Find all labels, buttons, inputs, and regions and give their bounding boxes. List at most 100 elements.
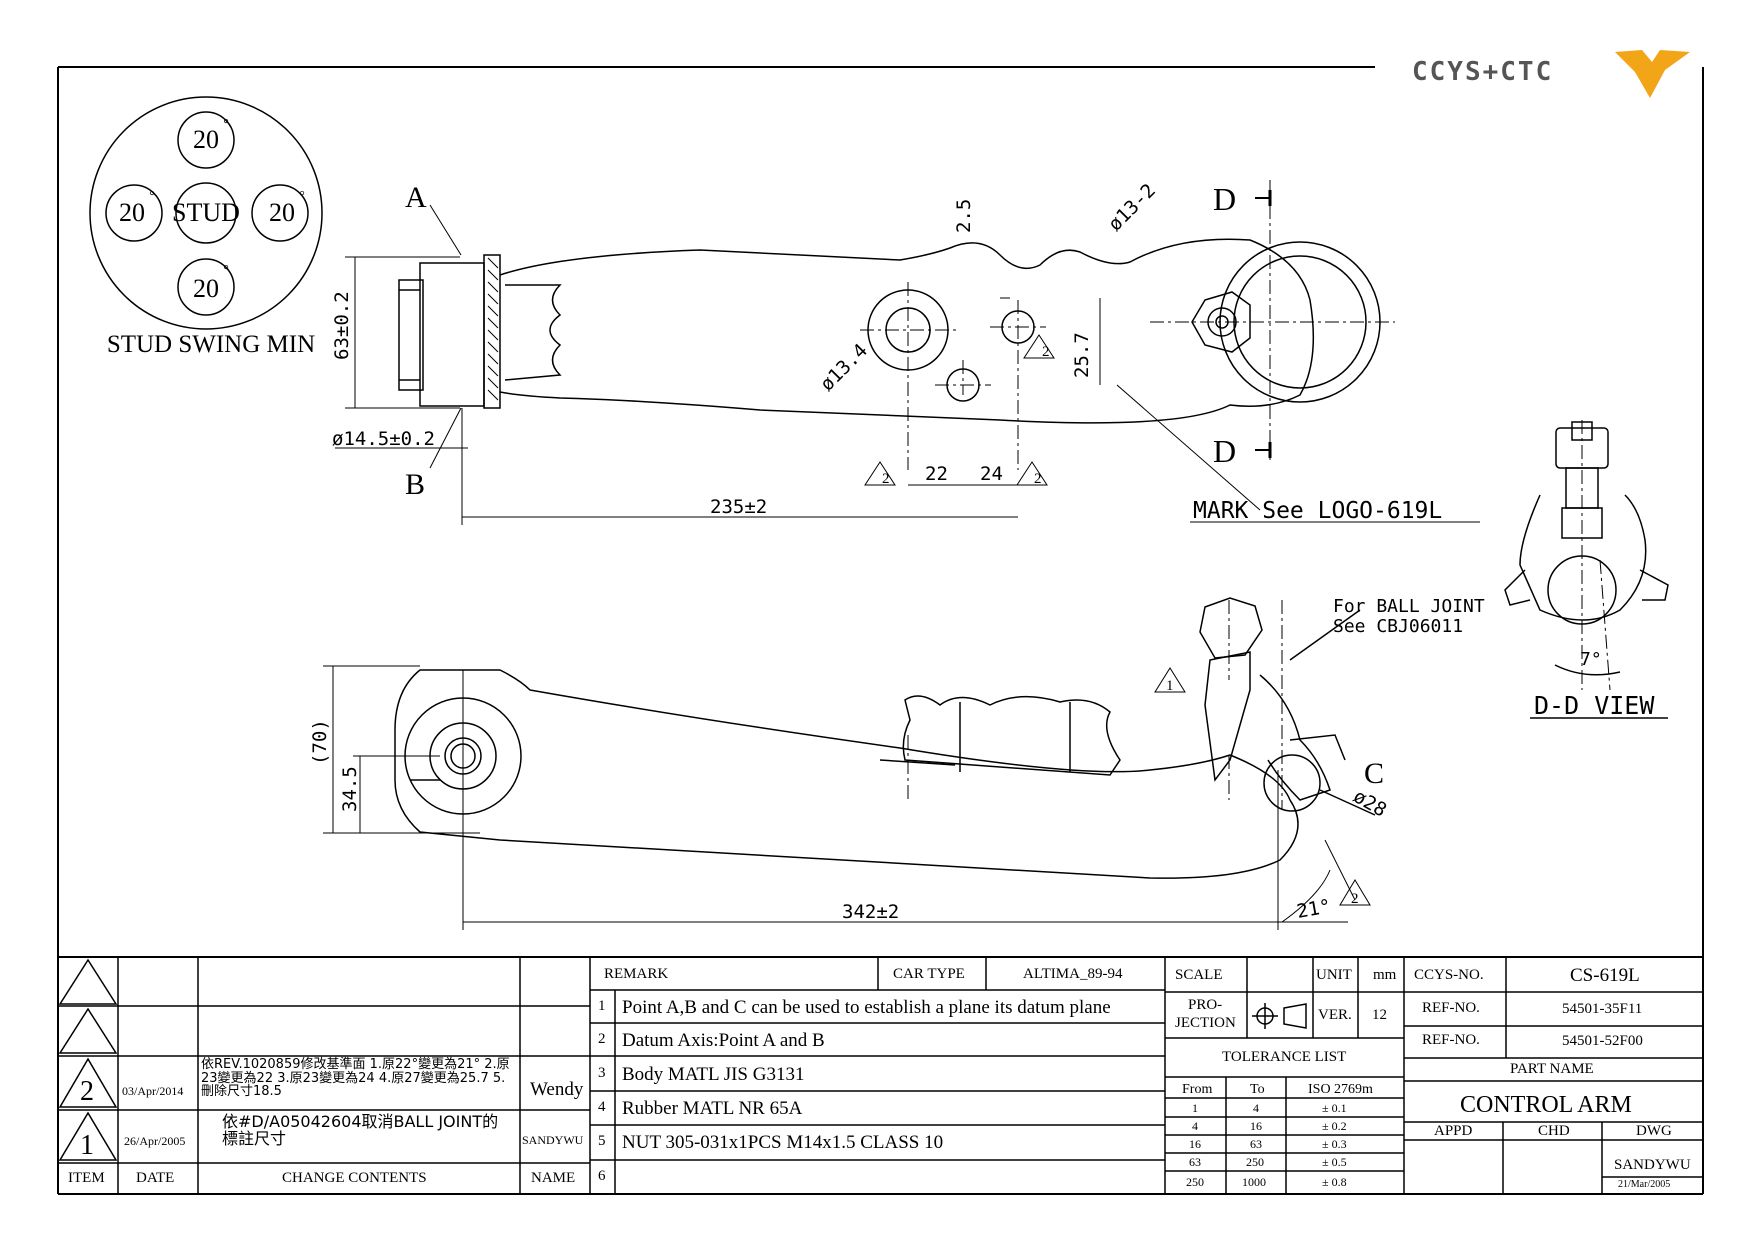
side-view-dimensions xyxy=(323,665,1371,930)
rev-marker-mid: 2 xyxy=(1042,344,1050,360)
rev-change-1: 依#D/A05042604取消BALL JOINT的標註尺寸 xyxy=(222,1112,499,1148)
tol-from-5: 250 xyxy=(1186,1175,1204,1189)
swing-bottom-degree: ° xyxy=(223,263,229,278)
rev-name-1: SANDYWU xyxy=(522,1133,584,1147)
ccys-no-label: CCYS-NO. xyxy=(1414,967,1484,983)
tol-to-3: 63 xyxy=(1250,1137,1262,1151)
tol-to-4: 250 xyxy=(1246,1155,1264,1169)
rev-item-2: 2 xyxy=(80,1076,94,1107)
tol-val-4: ± 0.5 xyxy=(1322,1155,1347,1169)
unit-value: mm xyxy=(1373,967,1397,983)
top-view-dimensions xyxy=(335,190,1480,525)
rev-name-2: Wendy xyxy=(530,1079,584,1100)
rev-marker-right: 2 xyxy=(1034,471,1042,487)
car-type-value: ALTIMA_89-94 xyxy=(1023,966,1123,982)
remark-no-4: 4 xyxy=(598,1099,606,1115)
tol-from-2: 4 xyxy=(1192,1119,1198,1133)
car-type-label: CAR TYPE xyxy=(893,966,965,982)
dim-22: 22 xyxy=(925,463,948,485)
logo-text: CCYS+CTC xyxy=(1412,57,1553,87)
remark-text-3: Body MATL JIS G3131 xyxy=(622,1064,805,1085)
dim-dia-28: ø28 xyxy=(1350,785,1391,821)
dim-bush-dia: ø14.5±0.2 xyxy=(332,428,435,450)
header-change: CHANGE CONTENTS xyxy=(282,1170,427,1186)
tol-to-1: 4 xyxy=(1253,1101,1259,1115)
label-d-top: D xyxy=(1213,181,1236,217)
ball-joint-note-1: For BALL JOINT xyxy=(1333,596,1485,617)
remark-no-6: 6 xyxy=(598,1168,606,1184)
tol-header-iso: ISO 2769m xyxy=(1308,1082,1373,1097)
dd-view xyxy=(1504,420,1669,719)
swing-left-value: 20 xyxy=(119,198,145,227)
remark-header: REMARK xyxy=(604,966,669,982)
appd-label: APPD xyxy=(1434,1123,1473,1139)
ver-label: VER. xyxy=(1318,1007,1352,1023)
label-d-bottom: D xyxy=(1213,433,1236,469)
header-item: ITEM xyxy=(68,1170,105,1186)
company-logo: CCYS+CTC xyxy=(1412,50,1690,98)
label-a: A xyxy=(405,181,427,214)
swing-top-value: 20 xyxy=(193,125,219,154)
swing-right-value: 20 xyxy=(269,198,295,227)
top-view xyxy=(398,180,1395,470)
unit-label: UNIT xyxy=(1316,967,1352,983)
header-name: NAME xyxy=(531,1170,576,1186)
label-b: B xyxy=(405,468,425,501)
stud-swing-caption: STUD SWING MIN xyxy=(107,331,315,358)
tol-to-5: 1000 xyxy=(1242,1175,1266,1189)
dim-side-70: (70) xyxy=(309,719,331,765)
dim-hole-13-4: ø13.4 xyxy=(816,340,872,396)
tol-val-1: ± 0.1 xyxy=(1322,1101,1347,1115)
rev-date-2: 03/Apr/2014 xyxy=(122,1084,184,1098)
remark-no-5: 5 xyxy=(598,1133,606,1149)
chd-label: CHD xyxy=(1538,1123,1570,1139)
tol-to-2: 16 xyxy=(1250,1119,1262,1133)
dim-length-bottom: 342±2 xyxy=(842,901,899,923)
swing-center-label: STUD xyxy=(172,198,240,227)
remark-text-2: Datum Axis:Point A and B xyxy=(622,1030,825,1051)
tol-from-4: 63 xyxy=(1189,1155,1201,1169)
dwg-label: DWG xyxy=(1636,1123,1672,1139)
ball-joint-note-2: See CBJ06011 xyxy=(1333,616,1463,637)
dwg-date: 21/Mar/2005 xyxy=(1618,1179,1671,1190)
drawing-frame xyxy=(57,66,1704,1195)
remark-text-5: NUT 305-031x1PCS M14x1.5 CLASS 10 xyxy=(622,1132,944,1153)
part-name-label: PART NAME xyxy=(1510,1061,1594,1077)
remark-no-1: 1 xyxy=(598,998,606,1014)
swing-left-degree: ° xyxy=(149,189,155,204)
dim-length-top: 235±2 xyxy=(710,496,767,518)
part-name-value: CONTROL ARM xyxy=(1460,1092,1632,1118)
dim-side-34-5: 34.5 xyxy=(339,766,361,812)
projection-label-1: PRO- xyxy=(1188,997,1223,1013)
dim-2-5: 2.5 xyxy=(953,199,975,233)
header-date: DATE xyxy=(136,1170,175,1186)
tolerance-title: TOLERANCE LIST xyxy=(1222,1049,1347,1065)
rev-date-1: 26/Apr/2005 xyxy=(124,1134,186,1148)
ref1-label: REF-NO. xyxy=(1422,1000,1480,1016)
dim-angle-7: 7° xyxy=(1580,649,1602,670)
swing-bottom-value: 20 xyxy=(193,274,219,303)
dim-angle-21: 21° xyxy=(1295,895,1333,923)
rev-marker-left: 2 xyxy=(882,471,890,487)
tol-header-from: From xyxy=(1182,1082,1213,1097)
tol-from-1: 1 xyxy=(1192,1101,1198,1115)
title-block-grid xyxy=(58,957,1703,1194)
rev-marker-side-2: 2 xyxy=(1351,891,1359,907)
ref1-value: 54501-35F11 xyxy=(1562,1001,1643,1017)
ver-value: 12 xyxy=(1372,1007,1387,1023)
remark-no-2: 2 xyxy=(598,1031,606,1047)
logo-flame-icon xyxy=(1615,50,1690,98)
rev-item-1: 1 xyxy=(80,1130,94,1161)
tol-val-3: ± 0.3 xyxy=(1322,1137,1347,1151)
mark-note: MARK See LOGO-619L xyxy=(1193,498,1442,524)
dd-view-label: D-D VIEW xyxy=(1534,691,1655,720)
rev-change-2: 依REV.1020859修改基準面 1.原22°變更為21° 2.原23變更為2… xyxy=(201,1057,510,1100)
tol-from-3: 16 xyxy=(1189,1137,1201,1151)
dwg-name: SANDYWU xyxy=(1614,1157,1691,1173)
projection-label-2: JECTION xyxy=(1175,1015,1236,1031)
dim-height: 63±0.2 xyxy=(331,291,353,360)
remark-no-3: 3 xyxy=(598,1065,606,1081)
side-view xyxy=(394,597,1376,879)
rev-marker-side-1: 1 xyxy=(1166,678,1174,694)
